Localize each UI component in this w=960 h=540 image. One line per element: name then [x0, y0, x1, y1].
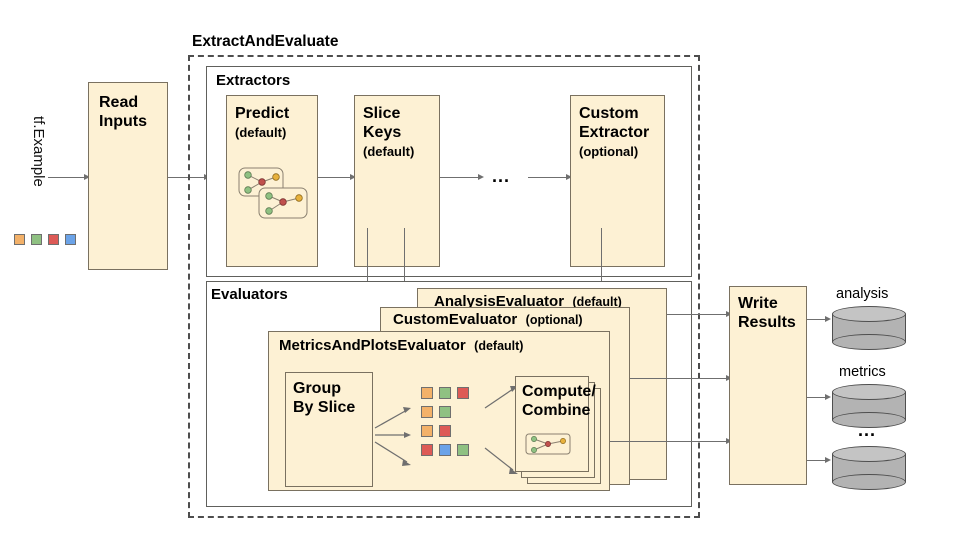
evaluator-metrics-and-plots-box[interactable]: MetricsAndPlotsEvaluator (default) Group… — [268, 331, 610, 491]
extractor-predict-name: Predict — [235, 105, 290, 122]
arrow-analysis-to-write — [667, 314, 730, 315]
evaluator-analysis-name: AnalysisEvaluator — [434, 293, 565, 310]
extractor-custom-name: Custom Extractor — [579, 105, 650, 141]
write-results-box[interactable]: Write Results — [729, 286, 807, 485]
arrow-write-to-analysis — [807, 319, 829, 320]
input-label-tf-example: tf.Example — [30, 116, 47, 187]
extractor-ellipsis: ... — [492, 166, 511, 186]
slice-chip — [457, 387, 469, 399]
chip-red — [48, 234, 59, 245]
slice-chip — [439, 387, 451, 399]
arrow-slicekeys-to-ellipsis — [440, 177, 480, 178]
arrow-head-write-to-metrics — [825, 394, 831, 400]
arrow-head-input-to-read — [84, 174, 90, 180]
evaluator-custom-name: CustomEvaluator — [393, 311, 518, 328]
evaluator-analysis-qualifier: (default) — [572, 295, 622, 309]
arrow-head-predict-to-slicekeys — [350, 174, 356, 180]
compute-combine-box[interactable]: Compute/ Combine — [515, 376, 596, 472]
arrow-write-to-metrics — [807, 397, 829, 398]
chip-green — [31, 234, 42, 245]
extractor-custom-qualifier: (optional) — [579, 144, 639, 159]
arrow-metrics-to-write — [610, 441, 730, 442]
database-cylinder-analysis — [832, 306, 906, 350]
read-inputs-label: Read Inputs — [99, 94, 147, 130]
arrow-ellipsis-to-custom — [528, 177, 568, 178]
chip-orange — [14, 234, 25, 245]
arrow-head-write-to-analysis — [825, 316, 831, 322]
model-graph-icon — [525, 431, 575, 462]
extractor-predict-box[interactable]: Predict (default) — [226, 95, 318, 267]
slice-chip — [421, 387, 433, 399]
slice-chip — [421, 425, 433, 437]
arrow-predict-to-slicekeys — [318, 177, 352, 178]
slice-chip — [439, 444, 451, 456]
output-label-metrics: metrics — [839, 364, 886, 380]
group-by-slice-fanout-arrows — [373, 390, 419, 480]
output-label-analysis: analysis — [836, 286, 889, 302]
slice-to-compute-arrows — [483, 380, 525, 485]
slice-chip-grid — [421, 387, 481, 487]
chip-blue — [65, 234, 76, 245]
slice-chip — [421, 406, 433, 418]
output-label-ellipsis: ... — [858, 420, 877, 440]
extractor-slice-keys-name: Slice Keys — [363, 105, 402, 141]
input-chip-row — [14, 234, 78, 248]
connector-slicekeys-to-metrics — [367, 228, 368, 324]
evaluator-custom-qualifier: (optional) — [525, 313, 583, 327]
group-by-slice-box[interactable]: Group By Slice — [285, 372, 373, 487]
slice-chip — [421, 444, 433, 456]
extract-and-evaluate-group — [188, 55, 700, 518]
evaluator-metrics-title-row: MetricsAndPlotsEvaluator (default) — [279, 337, 523, 355]
connector-slicekeys-to-custom-evaluator — [404, 228, 405, 305]
group-by-slice-label: Group By Slice — [293, 380, 356, 416]
extractor-slice-keys-box[interactable]: Slice Keys (default) — [354, 95, 440, 267]
slice-chip — [457, 444, 469, 456]
evaluator-custom-title-row: CustomEvaluator (optional) — [393, 311, 583, 329]
database-cylinder-other — [832, 446, 906, 490]
evaluator-analysis-title-row: AnalysisEvaluator (default) — [434, 293, 622, 311]
slice-chip — [439, 406, 451, 418]
evaluator-metrics-name: MetricsAndPlotsEvaluator — [279, 337, 466, 354]
arrow-write-to-other — [807, 460, 829, 461]
evaluator-metrics-qualifier: (default) — [474, 339, 524, 353]
slice-chip — [439, 425, 451, 437]
evaluators-section-label: Evaluators — [211, 286, 288, 303]
compute-combine-label: Compute/ Combine — [522, 383, 596, 419]
extractor-slice-keys-qualifier: (default) — [363, 144, 415, 159]
arrow-head-ellipsis-to-custom — [566, 174, 572, 180]
connector-custom-extractor-to-analysis — [601, 228, 602, 286]
write-results-label: Write Results — [738, 295, 796, 331]
extract-and-evaluate-title: ExtractAndEvaluate — [192, 33, 339, 50]
read-inputs-box[interactable]: Read Inputs — [88, 82, 168, 270]
arrow-head-slicekeys-to-ellipsis — [478, 174, 484, 180]
extractor-predict-qualifier: (default) — [235, 125, 287, 140]
database-cylinder-metrics — [832, 384, 906, 428]
arrow-read-to-extract — [168, 177, 206, 178]
arrow-head-write-to-other — [825, 457, 831, 463]
model-graph-icon — [235, 166, 313, 227]
arrow-input-to-read — [48, 177, 86, 178]
extractors-section-label: Extractors — [216, 72, 291, 89]
arrow-custom-evaluator-to-write — [630, 378, 730, 379]
extractor-custom-box[interactable]: Custom Extractor (optional) — [570, 95, 665, 267]
